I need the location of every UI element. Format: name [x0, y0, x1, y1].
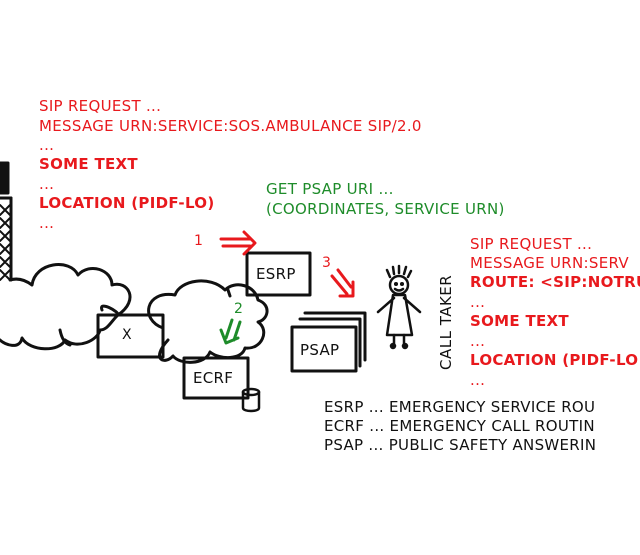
- sip-request-line: LOCATION (PIDF-LO: [470, 351, 639, 369]
- call-taker-label: CALL TAKER: [437, 274, 455, 370]
- step-2-label: 2: [234, 301, 244, 317]
- unknown-node-box: [96, 313, 165, 359]
- sip-request-line: ...: [39, 214, 55, 232]
- legend-item: ESRP ... EMERGENCY SERVICE ROU: [324, 398, 596, 416]
- step-1-label: 1: [194, 233, 204, 249]
- esrp-label: ESRP: [256, 265, 296, 283]
- esrp-box: [245, 251, 312, 297]
- cell-tower-icon: [0, 161, 13, 282]
- ecrf-label: ECRF: [193, 369, 234, 387]
- sip-request-line: SOME TEXT: [470, 312, 569, 330]
- unknown-node-label: X: [122, 327, 132, 343]
- database-icon: [241, 387, 261, 413]
- sip-request-line: MESSAGE URN:SERV: [470, 254, 629, 272]
- network-cloud-right: [147, 279, 269, 364]
- call-taker-figure-icon: [376, 264, 422, 350]
- step-2-arrow-icon: [219, 318, 242, 345]
- sip-request-line: MESSAGE URN:SERVICE:SOS.AMBULANCE SIP/2.…: [39, 117, 422, 135]
- sip-request-line: ...: [470, 371, 486, 389]
- step-1-arrow-icon: [219, 230, 257, 256]
- sip-request-line: ROUTE: <SIP:NOTRU: [470, 273, 640, 291]
- sip-request-line: LOCATION (PIDF-LO): [39, 194, 215, 212]
- sip-request-line: ...: [470, 332, 486, 350]
- ecrf-query-line: (COORDINATES, SERVICE URN): [266, 200, 505, 218]
- legend-item: PSAP ... PUBLIC SAFETY ANSWERIN: [324, 436, 597, 454]
- sip-request-line: ...: [470, 293, 486, 311]
- step-3-arrow-icon: [330, 268, 355, 298]
- ecrf-query-line: GET PSAP URI ...: [266, 180, 394, 198]
- sip-request-line: SOME TEXT: [39, 155, 138, 173]
- sip-request-line: SIP REQUEST ...: [470, 235, 593, 253]
- psap-label: PSAP: [300, 341, 340, 359]
- sip-request-line: ...: [39, 136, 55, 154]
- network-cloud-left: [0, 263, 132, 351]
- sip-request-line: ...: [39, 175, 55, 193]
- sip-request-line: SIP REQUEST ...: [39, 97, 162, 115]
- psap-stack: [290, 311, 367, 373]
- ecrf-box: [182, 356, 250, 400]
- step-3-label: 3: [322, 255, 332, 271]
- legend-item: ECRF ... EMERGENCY CALL ROUTIN: [324, 417, 595, 435]
